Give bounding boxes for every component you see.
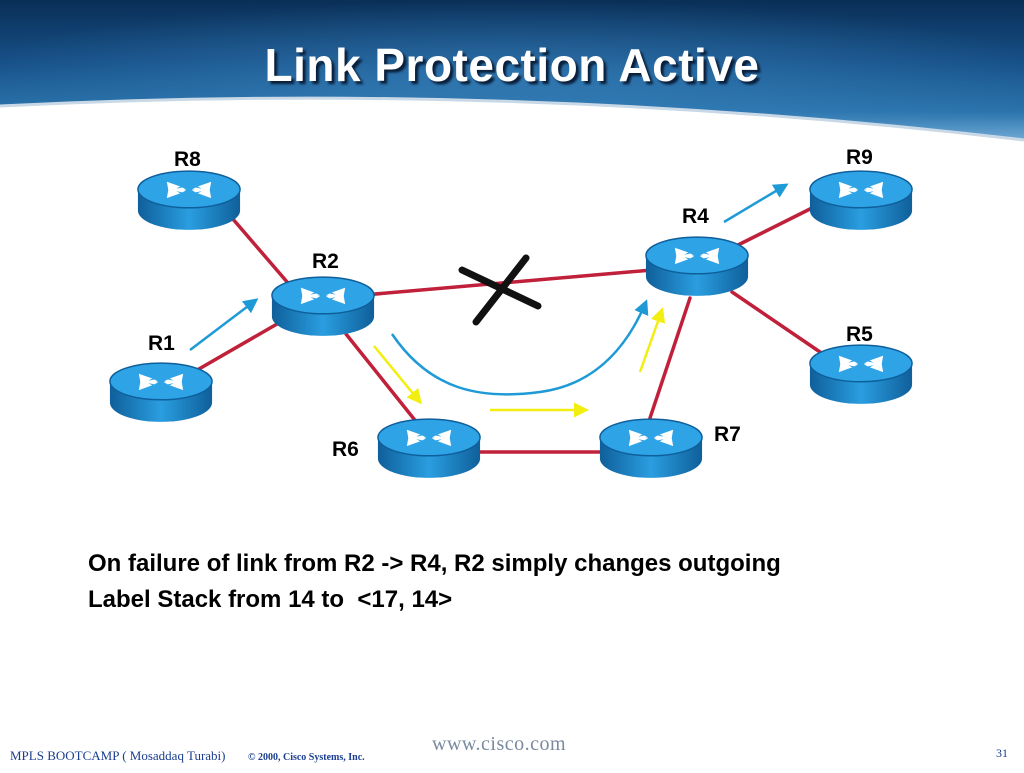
router-r9[interactable]: [809, 170, 913, 231]
router-r4[interactable]: [645, 236, 749, 297]
router-r2[interactable]: [271, 276, 375, 337]
footer-copyright: © 2000, Cisco Systems, Inc.: [248, 752, 365, 763]
router-label-r1: R1: [148, 332, 175, 355]
link-r2-r6: [344, 332, 420, 426]
router-label-r7: R7: [714, 423, 741, 446]
router-r1[interactable]: [109, 362, 213, 423]
blue-path-arrows: [189, 183, 789, 396]
title-banner: [0, 0, 1024, 142]
link-failure-mark: [458, 254, 542, 326]
slide-title: Link Protection Active: [264, 39, 760, 91]
router-r8[interactable]: [137, 170, 241, 231]
footer-course-title: MPLS BOOTCAMP ( Mosaddaq Turabi): [10, 748, 226, 763]
link-r4-r9: [734, 206, 814, 248]
footer-url: www.cisco.com: [432, 733, 567, 755]
bypass-tunnel-arrow: [390, 299, 649, 396]
yellow-path-arrows: [373, 307, 666, 418]
link-r4-r5: [730, 290, 822, 354]
arrow-r2-to-r6: [373, 345, 422, 405]
router-r7[interactable]: [599, 418, 703, 479]
caption-line-2: Label Stack from 14 to <17, 14>: [88, 586, 453, 613]
router-label-r9: R9: [846, 146, 873, 169]
router-label-r4: R4: [682, 205, 709, 228]
page-number: 31: [996, 746, 1008, 760]
arrow-r1-to-r2: [189, 298, 259, 351]
arrow-r4-to-r9: [723, 183, 789, 224]
router-label-r8: R8: [174, 148, 201, 171]
router-label-r2: R2: [312, 250, 339, 273]
router-r6[interactable]: [377, 418, 481, 479]
router-label-r5: R5: [846, 323, 873, 346]
link-r1-r2: [190, 318, 286, 375]
router-r5[interactable]: [809, 344, 913, 405]
arrow-r7-to-r4: [638, 307, 666, 373]
link-r7-r4: [648, 296, 692, 420]
router-label-r6: R6: [332, 438, 359, 461]
slide-caption: On failure of link from R2 -> R4, R2 sim…: [88, 546, 948, 618]
link-r8-r2: [230, 216, 296, 292]
caption-line-1: On failure of link from R2 -> R4, R2 sim…: [88, 550, 781, 577]
